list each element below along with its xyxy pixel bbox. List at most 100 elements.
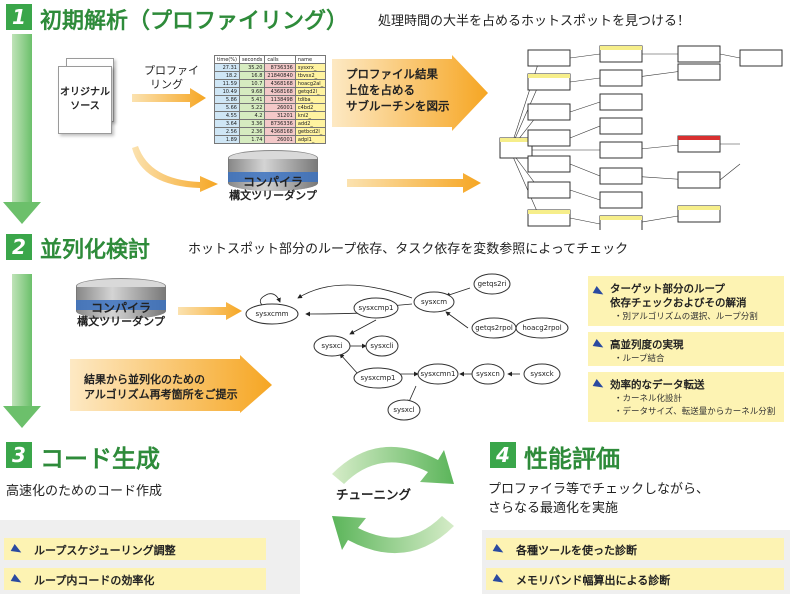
section4-item-2-label: メモリバンド幅算出による診断	[516, 574, 671, 587]
profiling-label-line1: プロファイ	[144, 64, 199, 77]
section3-badge: 3	[6, 442, 32, 468]
dep-node-getqs2rpol-label: getqs2rpol	[475, 324, 513, 332]
profile-table-cell: 2.36	[238, 127, 266, 136]
dep-node-sysxcmm	[245, 303, 299, 325]
flow-arrow-1-head	[3, 202, 41, 224]
compiler-db-line2: 構文ツリーダンプ	[229, 189, 317, 202]
flow-arrow-1	[12, 34, 32, 204]
section4-description-line1: プロファイラ等でチェックしながら、	[488, 482, 710, 497]
profile-table-cell: 18.2	[214, 71, 240, 80]
profile-table-cell: c4bd2_	[294, 103, 327, 112]
profile-table-cell: 4.2	[238, 111, 266, 120]
profile-table-cell: 26001	[264, 103, 296, 112]
note1-heading-line1: ターゲット部分のループ	[610, 283, 725, 295]
section4-description-line2: さらなる最適化を実施	[488, 501, 619, 516]
dep-node-sysxcn-label: sysxcn	[476, 370, 500, 378]
dep-node-sysxcli-label: sysxcli	[370, 342, 393, 350]
bullet-icon	[10, 544, 24, 556]
compiler-db2-line1: コンパイラ	[90, 301, 151, 315]
profile-table-cell: 9.68	[238, 87, 266, 96]
result-suggestion-arrow	[70, 355, 272, 413]
profile-table-cell: 27.31	[214, 63, 240, 72]
section3-item-loop-efficiency: ループ内コードの効率化	[4, 568, 266, 590]
dep-node-sysxcmp1-label: sysxcmp1	[358, 304, 393, 312]
compiler-database-label: コンパイラ 構文ツリーダンプ	[220, 175, 326, 203]
dependency-graph: sysxcmm sysxcmp1 sysxcm getqs2ri getqs2r…	[245, 273, 569, 421]
profile-table-cell: 4368168	[264, 127, 296, 136]
result-suggestion-line2: アルゴリズム再考箇所をご提示	[84, 388, 238, 401]
profile-table-cell: 35.20	[238, 63, 266, 72]
profile-table-cell: adpl1_	[294, 135, 327, 144]
db-to-graph-arrow	[178, 302, 242, 320]
section1-badge: 1	[6, 4, 32, 30]
profile-table-cell: 5.86	[214, 95, 240, 104]
dep-node-sysxcmp1b-label: sysxcmp1	[360, 374, 395, 382]
profile-table-cell: 1.74	[238, 135, 266, 144]
profile-table-cell: add2_	[294, 119, 327, 128]
profile-header-name: name	[294, 55, 327, 64]
bullet-icon	[10, 574, 24, 586]
profile-table-cell: 21840840	[264, 71, 296, 80]
profile-table-cell: 16.8	[238, 71, 266, 80]
profile-table-cell: getqd2l_	[294, 87, 327, 96]
compiler-database-icon	[228, 150, 318, 191]
source-document-icon: オリジナル ソース	[58, 66, 112, 134]
profile-table-cell: hoacg2al_	[294, 79, 327, 88]
profile-result-line1: プロファイル結果	[346, 67, 438, 81]
section1-title: 初期解析（プロファイリング）	[40, 9, 349, 34]
note2-sub: ・ループ結合	[614, 354, 665, 364]
profile-table-cell: 2.56	[214, 127, 240, 136]
result-suggestion-line1: 結果から並列化のための	[84, 373, 205, 386]
profile-table-cell: kni2_	[294, 111, 327, 120]
profile-table-cell: 10.49	[214, 87, 240, 96]
profile-table-cell: 3.64	[214, 119, 240, 128]
tuning-cycle-icon	[332, 446, 454, 554]
call-graph	[499, 45, 783, 230]
dep-node-getqs2ri-label: getqs2ri	[478, 280, 507, 288]
compiler-db-line1: コンパイラ	[242, 175, 303, 189]
section4-item-1-label: 各種ツールを使った診断	[516, 544, 637, 557]
profile-table-cell: getbcd2l_	[294, 127, 327, 136]
profile-table-cell: 4368168	[264, 87, 296, 96]
profile-result-line2: 上位を占める	[346, 83, 415, 97]
profile-table-cell: tbvsx2_	[294, 71, 327, 80]
profiling-arrow	[132, 88, 206, 108]
profile-table-cell: 5.22	[238, 103, 266, 112]
compiler-db2-line2: 構文ツリーダンプ	[77, 315, 165, 328]
section4-item-tools: 各種ツールを使った診断	[486, 538, 784, 560]
profile-table-cell: 4.55	[214, 111, 240, 120]
section4-badge: 4	[490, 442, 516, 468]
note-loop-dependency: ターゲット部分のループ 依存チェックおよびその解消 ・別アルゴリズムの選択、ルー…	[588, 276, 784, 326]
profile-result-arrow	[332, 55, 488, 131]
profile-header-time: time(%)	[214, 55, 240, 64]
profile-table-cell: 11.59	[214, 79, 240, 88]
note3-sub1: ・カーネル化設計	[614, 394, 683, 404]
dep-node-sysxcm-label: sysxcm	[421, 298, 447, 306]
source-doc-line2: ソース	[70, 101, 100, 112]
profile-header-seconds: seconds	[238, 55, 266, 64]
profiling-label: プロファイ リング	[144, 64, 199, 92]
note-high-parallelism: 高並列度の実現 ・ループ結合	[588, 332, 784, 366]
section2-title: 並列化検討	[40, 238, 151, 263]
note3-heading: 効率的なデータ転送	[610, 379, 705, 391]
section4-item-memory-bandwidth: メモリバンド幅算出による診断	[486, 568, 784, 590]
compiler-database-icon-2	[76, 278, 166, 319]
profile-table-cell: 10.7	[238, 79, 266, 88]
bullet-icon	[592, 379, 606, 391]
dep-node-sysxcl-label: sysxcl	[393, 406, 414, 414]
note3-sub2: ・データサイズ、転送量からカーネル分割	[614, 407, 776, 417]
bullet-icon	[592, 286, 606, 298]
tuning-label: チューニング	[336, 487, 412, 502]
profile-table-cell: 3.36	[238, 119, 266, 128]
note1-heading-line2: 依存チェックおよびその解消	[610, 297, 747, 309]
dep-node-hoacg2rpol-label: hoacg2rpol	[522, 324, 561, 332]
compiler-database-label-2: コンパイラ 構文ツリーダンプ	[68, 301, 174, 329]
bullet-icon	[492, 544, 506, 556]
